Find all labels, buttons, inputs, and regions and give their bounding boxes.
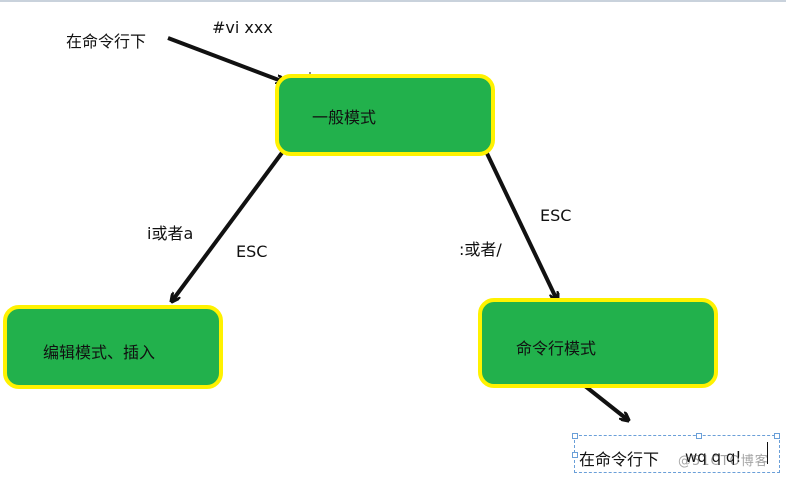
command-mode-node: 命令行模式 bbox=[478, 298, 718, 388]
watermark: @51CTO博客 bbox=[678, 454, 769, 469]
edit-mode-node: 编辑模式、插入 bbox=[3, 305, 223, 389]
esc-left-label: ESC bbox=[236, 242, 268, 261]
command-mode-label: 命令行模式 bbox=[516, 339, 597, 358]
insert-keys-label: i或者a bbox=[147, 224, 194, 243]
normal-mode-label: 一般模式 bbox=[312, 108, 377, 127]
normal-mode-node: 一般模式 bbox=[275, 74, 495, 156]
exit-command-textbox[interactable]: 在命令行下 wq q q! bbox=[572, 433, 780, 473]
arrow-normal-command bbox=[483, 145, 557, 300]
arrow-entry bbox=[167, 36, 284, 82]
arrow-normal-edit bbox=[172, 146, 287, 301]
command-keys-label: :或者/ bbox=[459, 240, 502, 259]
arrow-command-exit bbox=[578, 380, 628, 420]
resize-handle-top-right[interactable] bbox=[774, 433, 780, 439]
edit-mode-label: 编辑模式、插入 bbox=[43, 343, 156, 362]
resize-handle-middle-left[interactable] bbox=[572, 452, 578, 458]
textbox-prompt-text: 在命令行下 bbox=[579, 450, 660, 469]
cmdline-prompt-label: 在命令行下 bbox=[66, 32, 147, 51]
textbox-command-text: wq q q! bbox=[685, 448, 742, 466]
resize-handle-top-middle[interactable] bbox=[696, 433, 702, 439]
resize-handle-top-left[interactable] bbox=[572, 433, 578, 439]
top-border-line bbox=[0, 0, 786, 2]
text-cursor bbox=[767, 442, 768, 464]
open-command-label: #vi xxx bbox=[212, 18, 273, 37]
esc-right-label: ESC bbox=[540, 206, 572, 225]
